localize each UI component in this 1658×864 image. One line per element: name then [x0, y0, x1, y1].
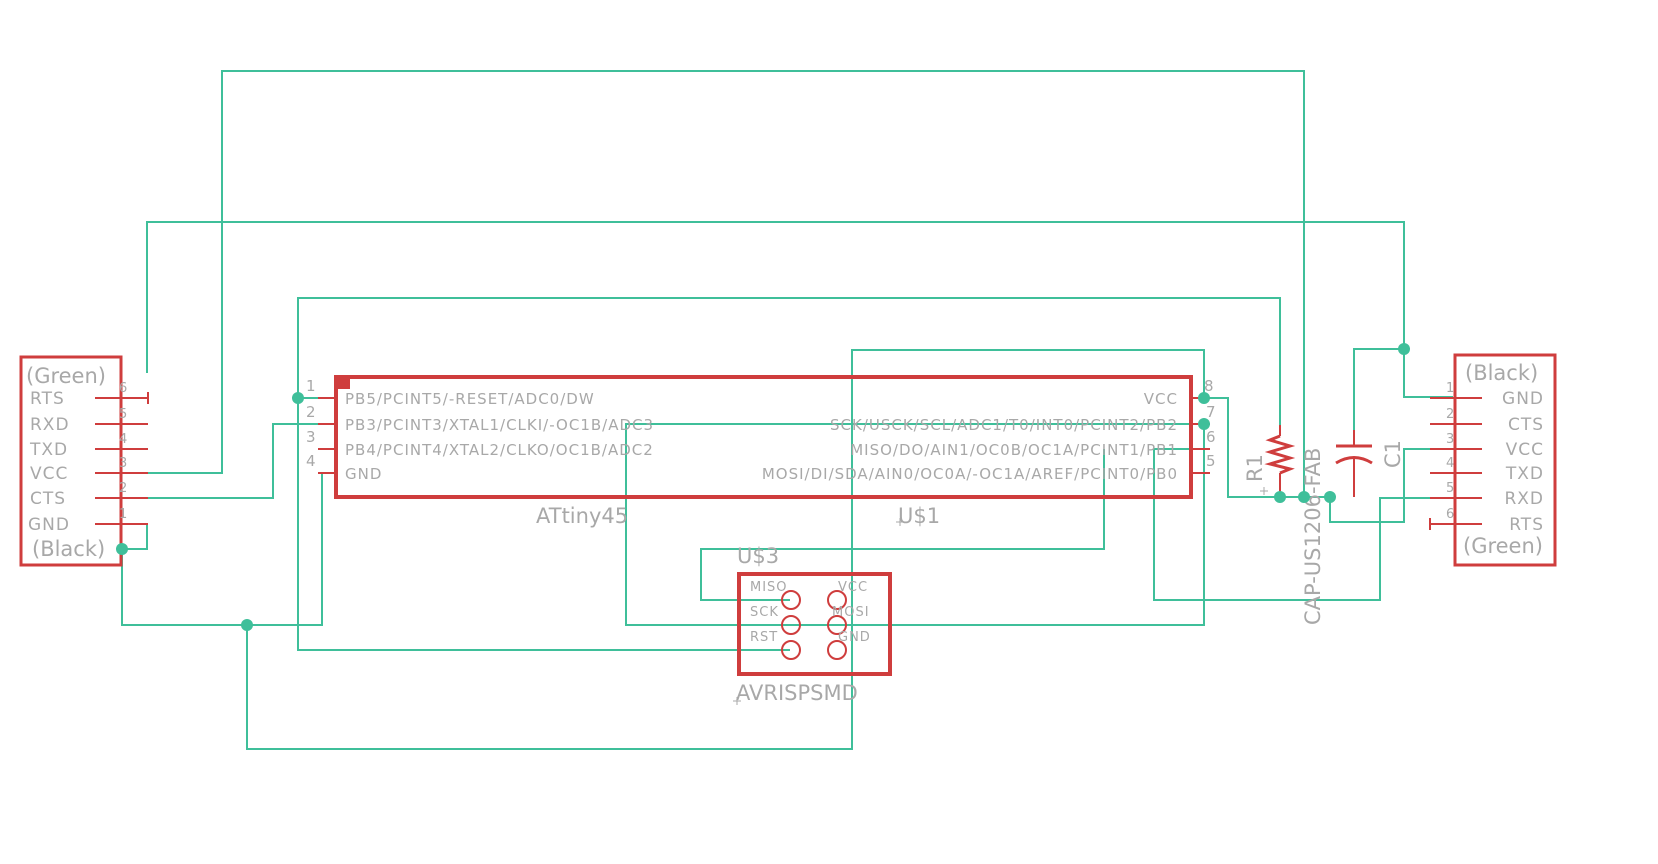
left-pin-name: VCC — [30, 464, 68, 484]
junction-dot — [1324, 491, 1336, 503]
mcu-pin-number: 7 — [1206, 403, 1217, 421]
mcu-pin-number: 8 — [1204, 377, 1215, 395]
right-pin-name: GND — [1502, 389, 1544, 409]
right-pin-number: 3 — [1446, 432, 1455, 447]
junction-dot — [241, 619, 253, 631]
right-pin-name: VCC — [1506, 440, 1544, 460]
junction-dot — [292, 392, 304, 404]
left-connector-bottom-label: (Black) — [32, 537, 105, 561]
isp-name-label: U$3 — [737, 544, 779, 568]
isp-pad[interactable] — [781, 640, 801, 660]
resistor-name-label: R1 — [1243, 454, 1267, 482]
left-pin-number: 4 — [119, 432, 128, 447]
wires — [121, 70, 1453, 750]
mcu-pin-name: MISO/DO/AIN1/OC0B/OC1A/PCINT1/PB1 — [850, 441, 1178, 459]
left-connector-outline — [19, 355, 123, 567]
right-pin-name: TXD — [1505, 464, 1544, 484]
mcu-pin-number: 1 — [306, 377, 317, 395]
junction-dot — [1274, 491, 1286, 503]
wire-reset-isp[interactable] — [297, 398, 790, 651]
wire-pb3-cts[interactable] — [147, 423, 322, 499]
junction-dot — [1298, 491, 1310, 503]
wire-cap-vcc[interactable] — [1304, 448, 1453, 523]
left-pin-name: TXD — [29, 440, 68, 460]
isp-pad[interactable] — [827, 590, 847, 610]
wire-vcc-top[interactable] — [147, 70, 1305, 497]
mcu-pin-name: PB5/PCINT5/-RESET/ADC0/DW — [345, 390, 595, 408]
isp-pad-label: GND — [838, 630, 871, 645]
wire-gnd-left[interactable] — [121, 473, 323, 626]
isp-pad-label: VCC — [838, 580, 868, 595]
left-ftdi-connector: (Green) (Black) RTS RXD TXD VCC CTS GND … — [19, 355, 149, 567]
isp-outline[interactable] — [737, 572, 892, 676]
isp-pad-label: MISO — [750, 580, 788, 595]
mcu-value-label: ATtiny45 — [536, 504, 628, 528]
isp-pad-label: RST — [750, 630, 778, 645]
capacitor-value-label: CAP-US1206-FAB — [1301, 448, 1325, 625]
junction-dot — [1198, 392, 1210, 404]
left-pin-number: 2 — [119, 481, 128, 496]
right-pin-name: RXD — [1504, 489, 1544, 509]
left-pin-number: 5 — [119, 407, 128, 422]
right-connector-outline — [1453, 353, 1557, 567]
mcu-pin-number: 2 — [306, 403, 317, 421]
resistor-r1: R1 — [1243, 425, 1296, 497]
wire-cap-gnd[interactable] — [1353, 348, 1404, 430]
left-pin-name: GND — [28, 515, 70, 535]
right-pin-name: CTS — [1508, 415, 1544, 435]
wire-miso[interactable] — [1153, 448, 1453, 601]
right-pin-number: 5 — [1446, 481, 1455, 496]
mcu-name-label: U$1 — [898, 504, 940, 528]
isp-pad[interactable] — [781, 590, 801, 610]
mcu-pin-number: 6 — [1206, 428, 1217, 446]
isp-value-label: AVRISPSMD — [736, 681, 858, 705]
pin1-marker — [336, 377, 350, 389]
isp-pad-label: MOSI — [832, 605, 870, 620]
mcu-pin-name: PB4/PCINT4/XTAL2/CLKO/OC1B/ADC2 — [345, 441, 654, 459]
right-pin-number: 2 — [1446, 407, 1455, 422]
mcu-outline[interactable] — [334, 375, 1193, 499]
left-pin-name: RTS — [30, 389, 65, 409]
wire-mosi[interactable] — [700, 449, 1105, 601]
right-connector-bottom-label: (Green) — [1463, 534, 1543, 558]
mcu-pin-name: MOSI/DI/SDA/AIN0/OC0A/-OC1A/AREF/PCINT0/… — [762, 465, 1178, 483]
junction-dot — [1398, 343, 1410, 355]
mcu-pin-name: PB3/PCINT3/XTAL1/CLKI/-OC1B/ADC3 — [345, 416, 654, 434]
left-pin-number: 1 — [119, 507, 128, 522]
right-pin-number: 4 — [1446, 456, 1455, 471]
mcu-pin-name: SCK/USCK/SCL/ADC1/T0/INT0/PCINT2/PB2 — [830, 416, 1178, 434]
left-pin-name: CTS — [30, 489, 66, 509]
avr-isp-header: U$3 AVRISPSMD MISO VCC SCK MOSI RST GND — [733, 544, 892, 705]
isp-pad-label: SCK — [750, 605, 779, 620]
right-ftdi-connector: (Black) (Green) GND CTS VCC TXD RXD RTS … — [1429, 353, 1557, 567]
left-pin-number: 6 — [119, 381, 128, 396]
capacitor-name-label: C1 — [1381, 440, 1405, 468]
wire-reset[interactable] — [297, 297, 1281, 425]
right-connector-top-label: (Black) — [1465, 361, 1538, 385]
junction-dot — [116, 543, 128, 555]
attiny45-chip: 1 2 3 4 PB5/PCINT5/-RESET/ADC0/DW PB3/PC… — [306, 375, 1217, 528]
right-pin-name: RTS — [1509, 515, 1544, 535]
isp-pad[interactable] — [781, 615, 801, 635]
mcu-pin-number: 5 — [1206, 452, 1217, 470]
wire-sck[interactable] — [625, 423, 1205, 626]
capacitor-c1: C1 CAP-US1206-FAB — [1301, 430, 1405, 625]
left-connector-top-label: (Green) — [26, 364, 106, 388]
mcu-pin-number: 3 — [306, 428, 317, 446]
mcu-pin-number: 4 — [306, 452, 317, 470]
mcu-pin-name: GND — [345, 465, 382, 483]
right-pin-number: 6 — [1446, 507, 1455, 522]
isp-pad[interactable] — [827, 615, 847, 635]
junctions — [116, 343, 1410, 631]
isp-pad[interactable] — [827, 640, 847, 660]
left-pin-name: RXD — [30, 415, 70, 435]
capacitor-curved-plate[interactable] — [1335, 456, 1373, 465]
left-pin-number: 3 — [119, 456, 128, 471]
mcu-pin-name: VCC — [1144, 390, 1178, 408]
wire-rts-gnd[interactable] — [146, 221, 1453, 398]
resistor-zigzag[interactable] — [1264, 434, 1296, 475]
junction-dot — [1198, 418, 1210, 430]
right-pin-number: 1 — [1446, 381, 1455, 396]
